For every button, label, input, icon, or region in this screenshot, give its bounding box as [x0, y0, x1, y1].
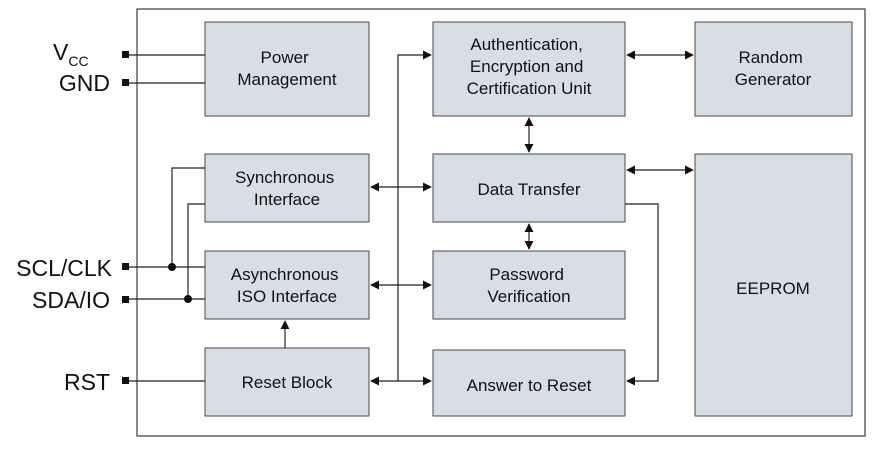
reset-block-label: Reset Block — [242, 373, 333, 392]
sda-to-sync-wire — [187, 203, 205, 299]
data-transfer-label: Data Transfer — [478, 180, 581, 199]
scl-to-sync-wire — [171, 167, 205, 267]
gnd-pin — [122, 79, 129, 86]
power-management-label: Power Management — [237, 48, 337, 89]
eeprom-label: EEPROM — [736, 279, 810, 298]
chip-outline — [136, 8, 866, 437]
answer-to-reset-block — [432, 349, 626, 417]
vcc-label: VCC — [53, 39, 89, 69]
authentication-label: Authentication, Encryption and Certifica… — [467, 35, 592, 98]
random-label-line1: Random — [739, 48, 803, 67]
authentication-block — [432, 21, 626, 117]
power-management-block — [204, 21, 370, 117]
auth-label-line2: Encryption and — [470, 57, 583, 76]
password-label-line2: Verification — [487, 287, 570, 306]
data-transfer-block — [432, 153, 626, 223]
answer-to-reset-label: Answer to Reset — [467, 376, 592, 395]
auth-label-line3: Certification Unit — [467, 79, 592, 98]
random-generator-label: Random Generator — [735, 48, 812, 89]
password-verification-label: Password Verification — [487, 265, 570, 306]
async-label-line2: ISO Interface — [237, 287, 337, 306]
power-label-line1: Power — [261, 48, 310, 67]
vcc-label-sub: CC — [68, 53, 88, 69]
random-generator-block — [694, 21, 853, 117]
password-verification-block — [432, 250, 626, 320]
vcc-label-main: V — [53, 39, 69, 65]
password-label-line1: Password — [489, 265, 564, 284]
random-label-line2: Generator — [735, 70, 812, 89]
synchronous-interface-block — [204, 153, 370, 223]
sda-label: SDA/IO — [32, 287, 110, 313]
reset-block — [204, 347, 370, 417]
asynchronous-interface-block — [204, 250, 370, 320]
sync-label-line1: Synchronous — [235, 168, 334, 187]
scl-label: SCL/CLK — [16, 255, 113, 281]
rst-label: RST — [64, 369, 110, 395]
power-label-line2: Management — [237, 70, 337, 89]
sync-label-line2: Interface — [254, 190, 320, 209]
sda-junction — [184, 295, 192, 303]
asynchronous-interface-label: Asynchronous ISO Interface — [231, 265, 343, 306]
async-label-line1: Asynchronous — [231, 265, 339, 284]
rst-pin — [122, 377, 129, 384]
auth-label-line1: Authentication, — [470, 35, 582, 54]
gnd-label: GND — [59, 70, 110, 96]
scl-pin — [122, 263, 129, 270]
eeprom-block — [694, 153, 853, 417]
data-to-atr-wire — [625, 203, 659, 386]
synchronous-interface-label: Synchronous Interface — [235, 168, 339, 209]
sda-pin — [122, 296, 129, 303]
internal-bus-to-auth — [397, 50, 432, 381]
scl-junction — [168, 263, 176, 271]
vcc-pin — [122, 51, 129, 58]
